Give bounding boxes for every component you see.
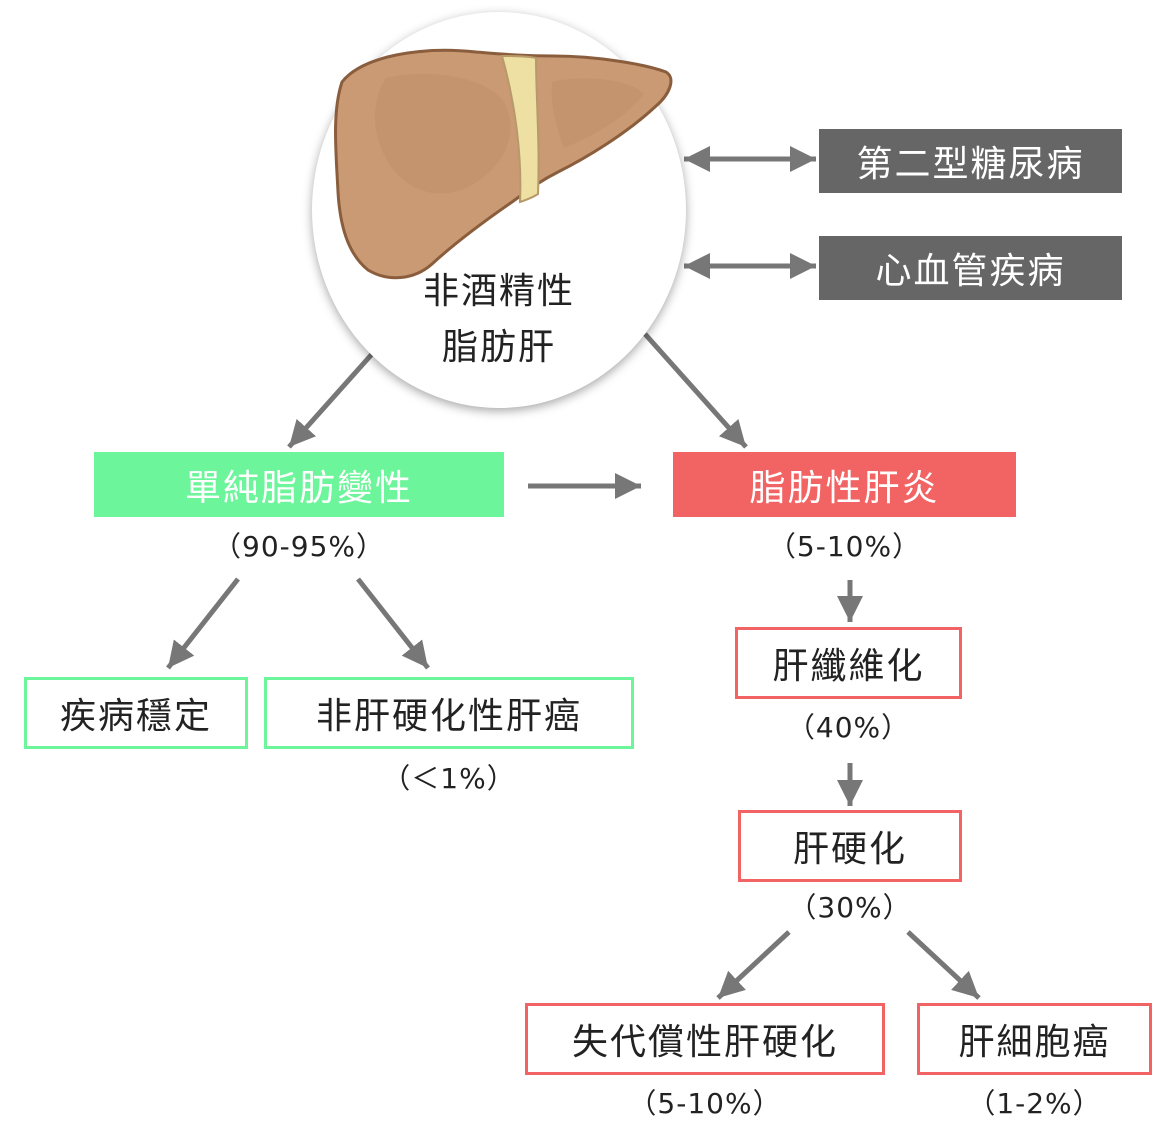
liver-illustration	[334, 48, 673, 280]
cirrhosis-box: 肝硬化	[738, 810, 962, 882]
arrow-cirrhosis-decompensated	[716, 930, 791, 1000]
simple-steatosis-pct: （90-95%）	[213, 530, 385, 563]
hcc-pct: （1-2%）	[967, 1087, 1102, 1120]
arrow-cirrhosis-hcc	[906, 930, 981, 1000]
hcc-box: 肝細胞癌	[917, 1003, 1152, 1075]
fibrosis-pct: （40%）	[786, 711, 911, 744]
arrow-steatosis-stable	[166, 577, 240, 670]
steatohepatitis-pct: （5-10%）	[767, 530, 922, 563]
hub-label-line2: 脂肪肝	[441, 327, 556, 368]
hub-label-line1: 非酒精性	[422, 271, 575, 312]
tag-cardiovascular: 心血管疾病	[819, 236, 1122, 300]
stable-box: 疾病穩定	[24, 677, 248, 749]
decompensated-pct: （5-10%）	[628, 1087, 782, 1120]
fibrosis-box: 肝纖維化	[735, 627, 962, 699]
noncirrhotic-hcc-box: 非肝硬化性肝癌	[264, 677, 634, 749]
decompensated-box: 失代償性肝硬化	[525, 1003, 885, 1075]
steatohepatitis-box: 脂肪性肝炎	[673, 452, 1016, 517]
tag-diabetes: 第二型糖尿病	[819, 129, 1122, 193]
cirrhosis-pct: （30%）	[788, 891, 912, 924]
simple-steatosis-box: 單純脂肪變性	[94, 452, 504, 517]
noncirrhotic-hcc-pct: （＜1%）	[382, 762, 516, 795]
arrow-steatosis-noncirrhotic-hcc	[356, 577, 430, 670]
